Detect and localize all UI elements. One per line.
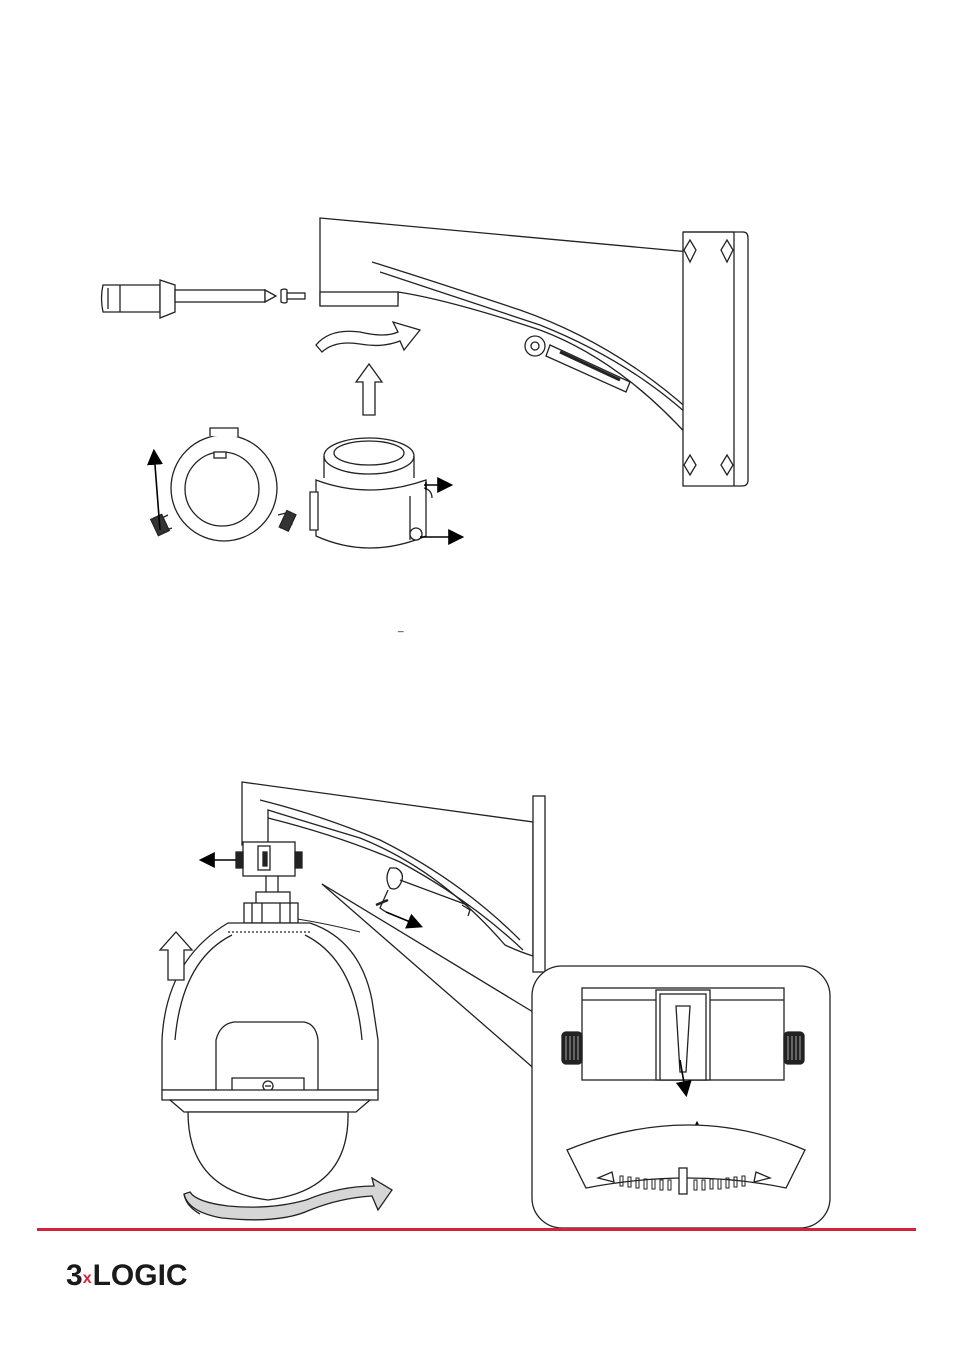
screwdriver-icon <box>102 280 277 318</box>
figure-dome-camera-mount <box>160 782 830 1228</box>
adapter-collar <box>310 438 432 548</box>
footer-rule <box>37 1228 916 1231</box>
dome-housing <box>160 923 378 1200</box>
stray-mark: _ <box>397 622 404 633</box>
screw-icon <box>281 289 305 303</box>
collar-arrow-1 <box>424 482 450 490</box>
up-arrow-icon <box>356 364 382 415</box>
logo-word: LOGIC <box>93 1259 188 1293</box>
figure-bracket-assembly <box>102 218 749 548</box>
brand-logo: 3 x LOGIC <box>66 1258 188 1294</box>
clamp-ring <box>151 428 296 541</box>
mount-collar <box>236 842 302 876</box>
magnified-inset <box>532 966 830 1228</box>
logo-x: x <box>83 1270 92 1288</box>
rotate-arrow-icon <box>316 322 420 352</box>
logo-digit: 3 <box>66 1259 82 1293</box>
hook-arrow <box>386 912 420 926</box>
camera-neck <box>244 876 298 923</box>
